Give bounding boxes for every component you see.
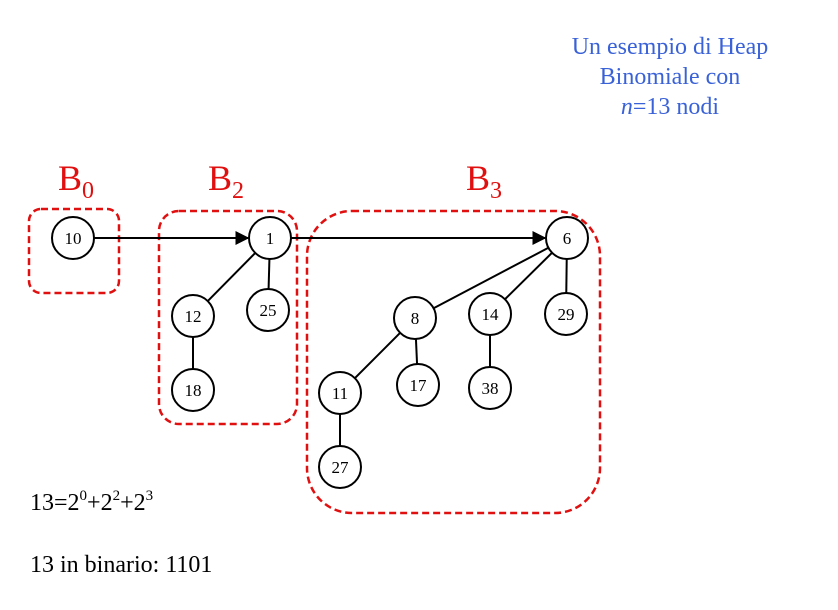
formula-plus-2: + [120,490,134,516]
heap-node: 11 [318,371,362,415]
heap-node: 17 [396,363,440,407]
node-circle [318,371,362,415]
node-key: 12 [185,307,202,326]
node-circle [171,368,215,412]
caption-line-2: Binomiale con [599,64,741,90]
node-key: 38 [482,379,499,398]
tree-box-b3 [305,209,602,515]
tree-label-b2-order: 2 [232,178,245,204]
node-circle [544,292,588,336]
node-key: 29 [558,305,575,324]
node-circle [171,294,215,338]
formula-exp-2: 2 [112,488,121,504]
heap-caption: Un esempio di Heap Binomiale con n=13 no… [520,32,820,122]
node-circle [468,292,512,336]
tree-label-b0-base: B [58,158,83,198]
node-circle [396,363,440,407]
node-key: 17 [410,376,428,395]
heap-node: 14 [468,292,512,336]
heap-node: 25 [246,288,290,332]
tree-edge [354,332,401,379]
node-circle [393,296,437,340]
node-key: 25 [260,301,277,320]
heap-node: 1 [248,216,292,260]
node-key: 27 [332,458,350,477]
formula-base-1: 2 [67,490,80,516]
node-circle [545,216,589,260]
tree-edge [433,246,549,310]
caption-line-1: Un esempio di Heap [571,34,769,60]
formula-exp-3: 3 [145,488,154,504]
node-circle [51,216,95,260]
formula-base-2: 2 [100,490,113,516]
tree-label-b2: B2 [208,158,244,203]
node-circle [246,288,290,332]
tree-label-b0: B0 [58,158,94,203]
formula-plus-1: + [87,490,101,516]
formula-base-3: 2 [133,490,146,516]
node-circle [468,366,512,410]
tree-label-b3-order: 3 [490,178,503,204]
heap-node: 29 [544,292,588,336]
heap-node: 10 [51,216,95,260]
formula-exp-1: 0 [79,488,88,504]
formula-n: 13= [30,490,68,516]
tree-box-b2 [157,209,299,426]
node-key: 8 [411,309,420,328]
heap-node: 12 [171,294,215,338]
tree-edge [414,338,419,365]
tree-edge [267,258,271,290]
tree-edge [504,252,553,300]
tree-label-b0-order: 0 [82,178,95,204]
node-count-formula: 13=20+22+23 [30,488,154,517]
binary-representation: 13 in binario: 1101 [30,552,213,578]
node-key: 6 [563,229,572,248]
caption-line-3: n=13 nodi [520,92,820,122]
caption-n-value: =13 nodi [632,94,720,120]
tree-edge [207,252,256,302]
tree-box-b0 [27,207,121,295]
node-key: 11 [332,384,348,403]
heap-node: 38 [468,366,512,410]
heap-node: 18 [171,368,215,412]
node-key: 18 [185,381,202,400]
tree-label-b3: B3 [466,158,502,203]
tree-label-b2-base: B [208,158,233,198]
caption-n-symbol: n [620,94,633,120]
heap-node: 27 [318,445,362,489]
node-key: 1 [266,229,275,248]
tree-label-b3-base: B [466,158,491,198]
heap-node: 6 [545,216,589,260]
heap-node: 8 [393,296,437,340]
node-circle [318,445,362,489]
node-key: 10 [65,229,82,248]
node-key: 14 [482,305,500,324]
node-circle [248,216,292,260]
